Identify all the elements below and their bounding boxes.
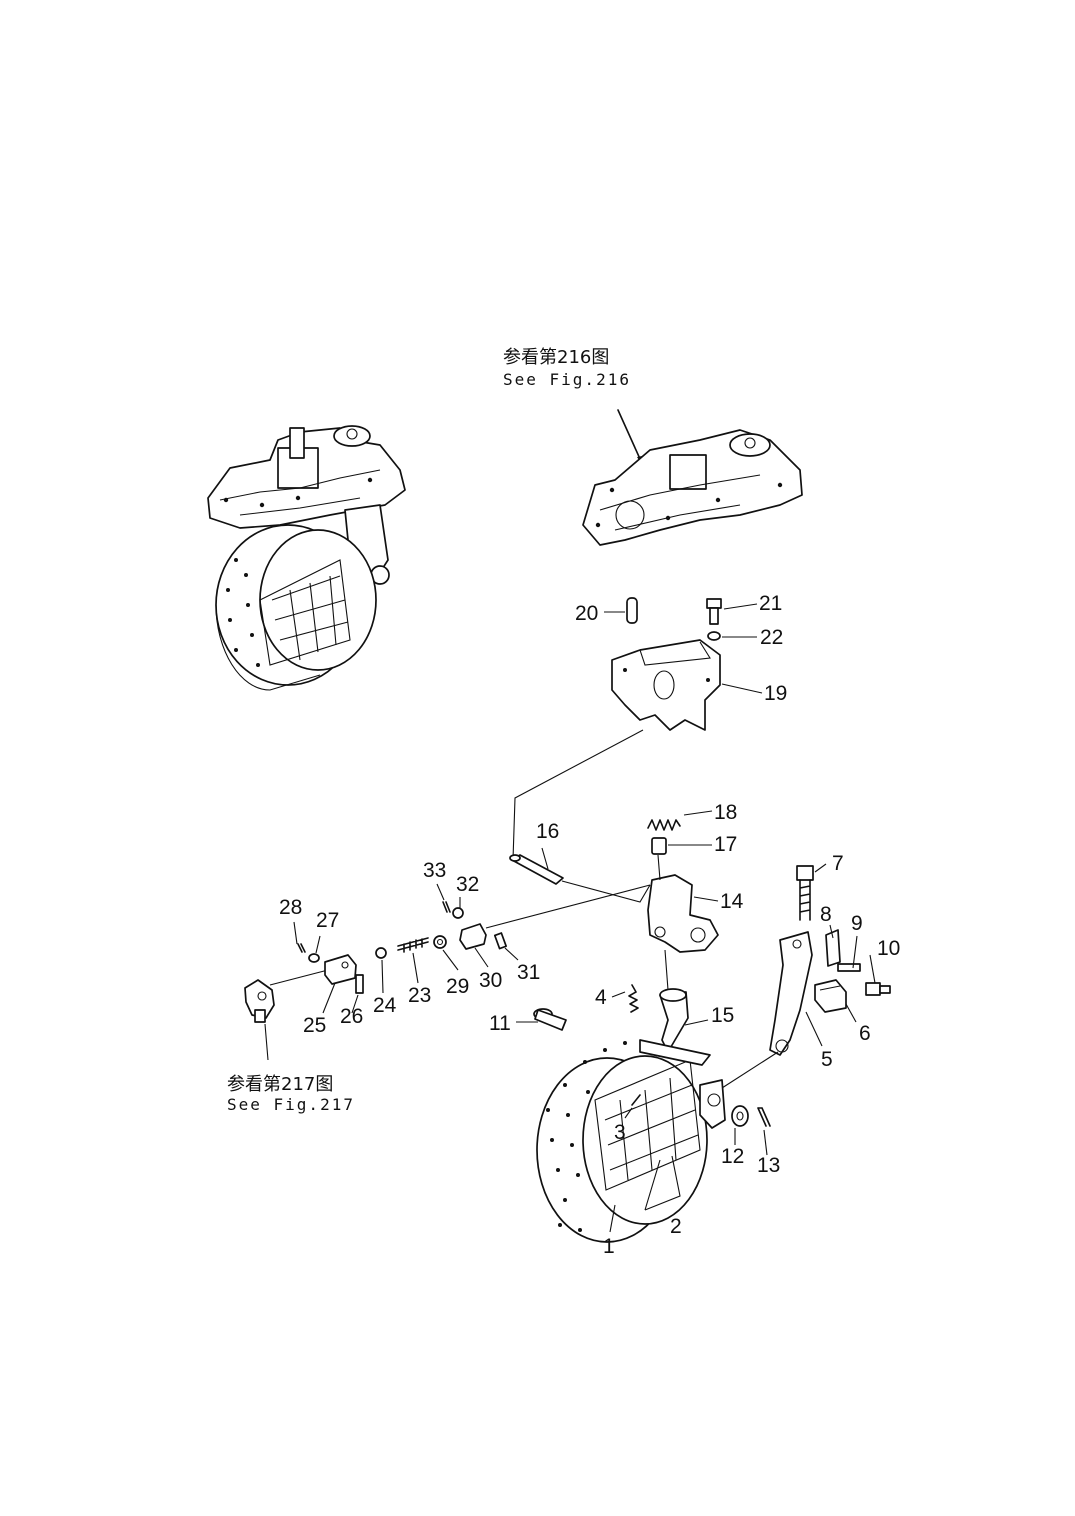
spring-4-icon [628,984,639,1013]
part-label-25: 25 [303,1014,326,1037]
rod-5-icon [769,931,813,1056]
clip-8-icon [825,929,841,967]
leader-25-bracket [269,969,329,986]
nut-29-icon [433,935,447,949]
leader-17-14 [657,854,661,881]
part-label-32: 32 [456,873,479,896]
part-label-33: 33 [423,859,446,882]
part-label-31: 31 [517,961,540,984]
washer-27-icon [308,953,320,963]
lever-15-icon [659,988,689,1053]
clevis-25-icon [324,954,357,985]
bracket-19 [611,639,721,731]
reference-fig-216-en: See Fig.216 [503,370,631,389]
part-label-18: 18 [714,801,737,824]
bolt-23-icon [397,937,429,953]
part-label-30: 30 [479,969,502,992]
part-label-15: 15 [711,1004,734,1027]
leader-217 [264,1023,269,1061]
leader-5-band [721,1051,779,1089]
part-label-13: 13 [757,1154,780,1177]
part-labels: 1 2 3 4 5 6 7 8 9 10 11 12 13 14 15 16 1… [279,592,900,1258]
part-label-12: 12 [721,1145,744,1168]
part-label-14: 14 [720,890,744,913]
part-label-7: 7 [832,852,844,875]
part-label-16: 16 [536,820,559,843]
leader-16-14 [561,880,651,903]
part-label-3: 3 [614,1121,626,1144]
part-label-27: 27 [316,909,339,932]
reference-fig-216: 参看第216图 See Fig.216 [503,347,647,471]
part-label-11: 11 [489,1012,511,1035]
bolt-7-icon [796,865,814,921]
reference-fig-217: 参看第217图 See Fig.217 [227,1074,355,1114]
washer-12-icon [731,1105,749,1127]
part-label-22: 22 [760,626,783,649]
pin-11-icon [533,1008,567,1031]
part-label-23: 23 [408,984,431,1007]
washer-22-icon [707,631,721,641]
pin-9-icon [837,963,861,972]
reference-fig-217-en: See Fig.217 [227,1095,355,1114]
part-label-29: 29 [446,975,469,998]
pin-26-icon [355,974,364,994]
part-label-8: 8 [820,903,832,926]
part-label-5: 5 [821,1048,833,1071]
part-label-9: 9 [851,912,863,935]
part-label-2: 2 [670,1215,682,1238]
spring-18-icon [647,819,681,831]
brake-band-assembly-icon [536,1039,726,1243]
reference-fig-217-cn: 参看第217图 [227,1074,333,1095]
pin-3-icon [631,1094,641,1106]
rod-16-icon [509,854,564,885]
cotter-pin-28-icon [297,943,306,953]
part-label-10: 10 [877,937,900,960]
bolt-21-icon [706,598,722,625]
leader-19-16 [512,729,644,861]
part-label-26: 26 [340,1005,363,1028]
part-label-19: 19 [764,682,787,705]
bracket-left-icon [244,979,275,1023]
part-label-24: 24 [373,994,397,1017]
cotter-pin-33-icon [442,901,451,913]
nut-32-icon [452,907,464,919]
part-label-21: 21 [759,592,782,615]
cotter-pin-13-icon [757,1107,771,1127]
transmission-case-icon [582,429,803,546]
bolt-10-icon [865,982,891,996]
lever-14-icon [647,874,719,953]
block-6-icon [814,979,847,1013]
nut-24-icon [375,947,387,959]
clevis-30-icon [459,923,487,950]
pin-20-icon [626,597,638,624]
pin-31-icon [493,932,508,950]
part-label-4: 4 [595,986,607,1009]
part-label-6: 6 [859,1022,871,1045]
leader-14-15 [664,949,669,991]
part-label-1: 1 [603,1235,615,1258]
part-label-20: 20 [575,602,598,625]
part-label-28: 28 [279,896,302,919]
clevis-17-icon [651,837,667,855]
assembled-brake-view [207,425,406,691]
reference-fig-216-cn: 参看第216图 [503,347,609,368]
part-label-17: 17 [714,833,737,856]
leader-30-14 [485,884,651,929]
leader-lines [293,603,876,1233]
